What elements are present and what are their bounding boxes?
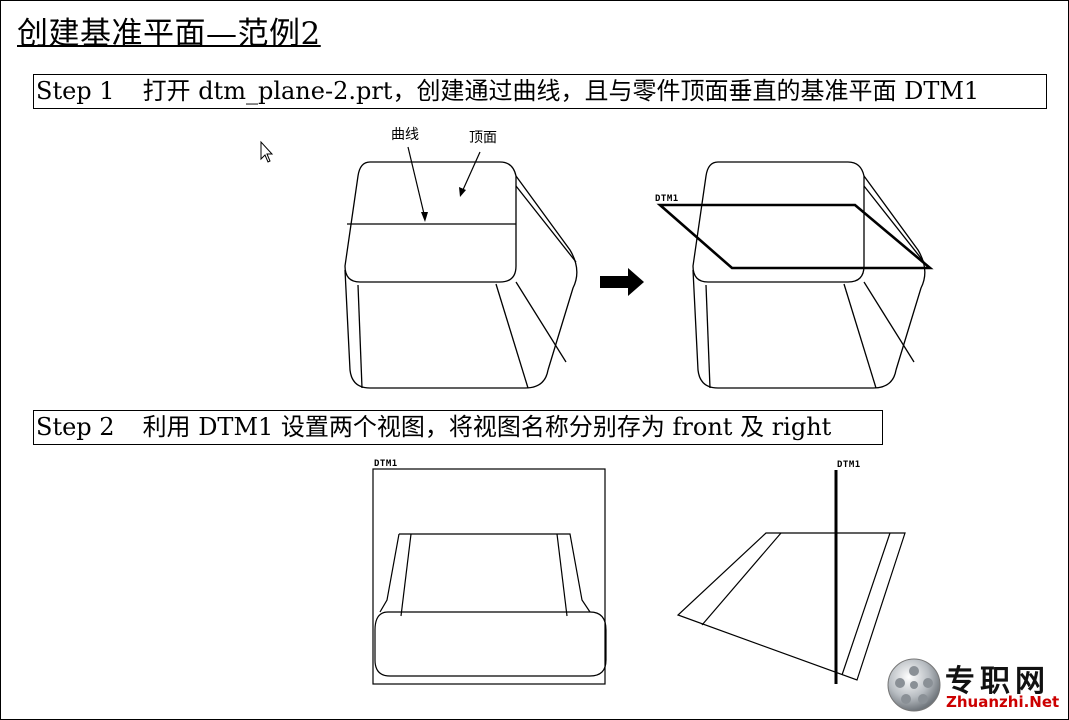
step-2-label: Step 2 [36, 413, 115, 441]
page-title: 创建基准平面—范例2 [17, 16, 321, 52]
step-1-label: Step 1 [36, 77, 115, 105]
label-curve: 曲线 [391, 127, 419, 143]
step-2-box: Step 2 利用 DTM1 设置两个视图，将视图名称分别存为 front 及 r… [33, 410, 883, 445]
mouse-pointer-icon [260, 140, 274, 163]
step-2-text: 利用 DTM1 设置两个视图，将视图名称分别存为 front 及 right [142, 413, 832, 441]
right-view-plane-label: DTM1 [837, 460, 861, 470]
label-top-face: 顶面 [469, 130, 497, 146]
step-1-box: Step 1 打开 dtm_plane-2.prt，创建通过曲线，且与零件顶面垂直… [33, 74, 1047, 109]
watermark-brand: 专职网 [945, 664, 1050, 699]
dtm1-plane-label: DTM1 [655, 194, 679, 204]
front-view-plane-label: DTM1 [374, 459, 398, 469]
step-1-text: 打开 dtm_plane-2.prt，创建通过曲线，且与零件顶面垂直的基准平面 … [142, 77, 980, 105]
watermark-url: Zhuanzhi.Net [946, 693, 1060, 711]
soccer-ball-logo-icon [887, 658, 941, 712]
